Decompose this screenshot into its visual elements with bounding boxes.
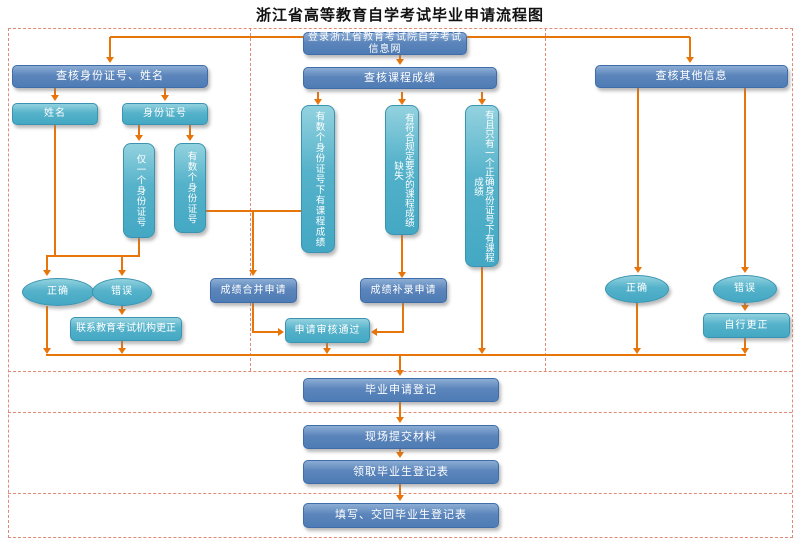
connector — [138, 238, 140, 257]
connector-arrow — [396, 355, 404, 376]
connector-arrow — [118, 306, 126, 315]
lane-divider-right — [545, 28, 546, 371]
node-check-other: 查核其他信息 — [595, 65, 788, 88]
connector-arrow — [741, 303, 749, 311]
connector-arrow — [371, 328, 403, 336]
node-multiple-id: 有数个身份证号 — [174, 143, 206, 233]
node-scores-under-multiple-id: 有数个身份证号下有课程成绩 — [301, 105, 335, 253]
node-scores-missing: 有符合规定要求的课程成绩缺失 — [385, 105, 419, 235]
connector-arrow — [634, 88, 642, 273]
node-name: 姓名 — [12, 103, 98, 125]
node-grad-register: 毕业申请登记 — [303, 378, 499, 402]
collector-line — [46, 354, 746, 356]
connector-arrow — [741, 338, 749, 354]
connector-arrow — [118, 341, 126, 354]
connector-arrow — [43, 256, 51, 276]
connector-arrow — [106, 37, 114, 63]
connector-arrow — [314, 92, 322, 105]
connector-arrow — [478, 267, 486, 354]
connector-arrow — [741, 88, 749, 273]
connector-arrow — [51, 88, 59, 101]
connector-arrow — [396, 55, 404, 65]
connector — [252, 303, 254, 333]
lane-divider-left — [250, 28, 251, 371]
node-scores-one-correct-id: 有且只有一个正确身份证号下有课程成绩 — [465, 105, 499, 267]
node-contact-correct: 联系教育考试机构更正 — [70, 317, 182, 341]
connector-arrow — [118, 256, 126, 276]
connector-arrow — [323, 343, 331, 354]
connector-arrow — [633, 303, 641, 354]
connector-arrow — [43, 306, 51, 354]
node-fill-return: 填写、交回毕业生登记表 — [303, 503, 499, 528]
connector-arrow — [135, 125, 143, 141]
node-id-number: 身份证号 — [122, 103, 208, 125]
node-merge-apply: 成绩合并申请 — [210, 278, 297, 303]
node-receive-form: 领取毕业生登记表 — [303, 460, 499, 484]
node-submit-materials: 现场提交材料 — [303, 425, 499, 449]
connector-arrow — [253, 328, 284, 336]
connector-arrow — [398, 235, 406, 278]
node-check-id: 查核身份证号、姓名 — [12, 65, 208, 88]
connector — [467, 36, 690, 38]
connector — [402, 303, 404, 333]
connector — [46, 255, 140, 257]
connector — [110, 36, 303, 38]
node-correct-left: 正确 — [22, 278, 94, 306]
node-supplement-apply: 成绩补录申请 — [360, 278, 447, 303]
connector-arrow — [396, 484, 404, 501]
connector-arrow — [396, 449, 404, 458]
chart-title: 浙江省高等教育自学考试毕业申请流程图 — [255, 6, 544, 24]
connector-arrow — [686, 37, 694, 63]
node-wrong-right: 错误 — [713, 275, 777, 303]
connector — [54, 125, 56, 257]
node-review-pass: 申请审核通过 — [285, 318, 370, 343]
node-only-one-id: 仅一个身份证号 — [123, 143, 155, 238]
node-correct-right: 正确 — [605, 275, 669, 303]
connector-arrow — [186, 125, 194, 141]
connector-arrow — [161, 88, 169, 101]
node-wrong-left: 错误 — [92, 278, 152, 306]
node-self-correct: 自行更正 — [703, 313, 790, 338]
connector-arrow — [396, 402, 404, 423]
node-check-scores: 查核课程成绩 — [303, 67, 497, 89]
connector-arrow — [249, 211, 257, 276]
connector-arrow — [398, 92, 406, 105]
connector-arrow — [478, 92, 486, 105]
node-login: 登录浙江省教育考试院自学考试信息网 — [303, 32, 467, 55]
